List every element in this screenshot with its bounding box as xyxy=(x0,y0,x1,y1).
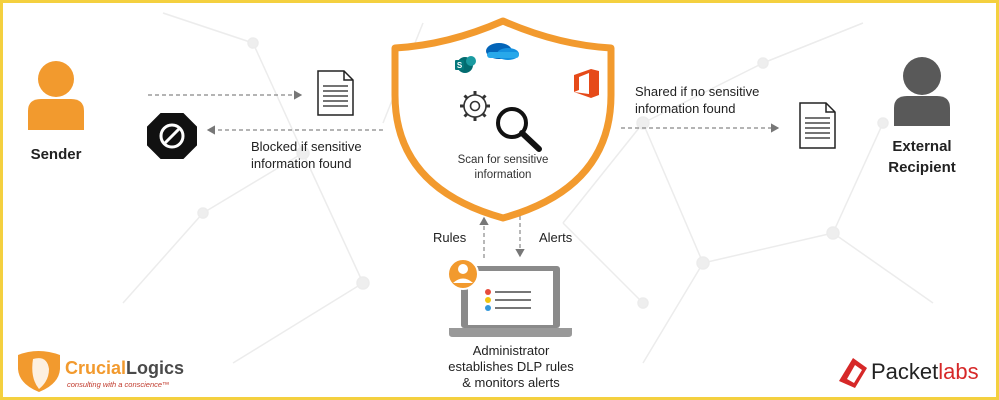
admin-label: Administrator establishes DLP rules & mo… xyxy=(448,343,574,390)
onedrive-icon xyxy=(486,43,519,60)
magnifier-icon xyxy=(496,107,542,152)
crucial-text: Crucial xyxy=(65,358,127,378)
crucial-logics-tagline: consulting with a conscience™ xyxy=(67,380,170,389)
crucial-logics-emblem xyxy=(18,351,60,392)
packet-text: Packet xyxy=(871,359,939,384)
packetlabs-wordmark: Packetlabs xyxy=(871,359,979,385)
background-network xyxy=(122,12,934,364)
crucial-logics-wordmark: CrucialLogics xyxy=(65,358,184,379)
blocked-icon xyxy=(147,113,197,159)
alerts-label: Alerts xyxy=(539,230,573,245)
svg-text:S: S xyxy=(457,61,463,70)
sharepoint-icon: S xyxy=(455,56,476,73)
sender-user-icon xyxy=(28,61,84,130)
packetlabs-emblem xyxy=(839,358,867,388)
diagram-canvas: S xyxy=(18,12,950,392)
rules-label: Rules xyxy=(433,230,467,245)
office-icon xyxy=(574,69,599,98)
admin-avatar-icon xyxy=(447,258,479,290)
recipient-label: External Recipient xyxy=(888,138,956,176)
scan-label: Scan for sensitive information xyxy=(457,154,549,181)
shield-shape xyxy=(391,17,615,222)
logics-text: Logics xyxy=(126,358,185,378)
blocked-label: Blocked if sensitive information found xyxy=(251,139,362,171)
gear-icon xyxy=(460,91,490,121)
labs-text: labs xyxy=(938,359,979,384)
sender-label: Sender xyxy=(30,146,82,163)
recipient-user-icon xyxy=(894,57,950,126)
document-icon-recipient xyxy=(799,102,836,149)
shared-label: Shared if no sensitive information found xyxy=(635,84,760,116)
document-icon-sender xyxy=(317,70,354,116)
laptop-icon xyxy=(449,266,572,337)
